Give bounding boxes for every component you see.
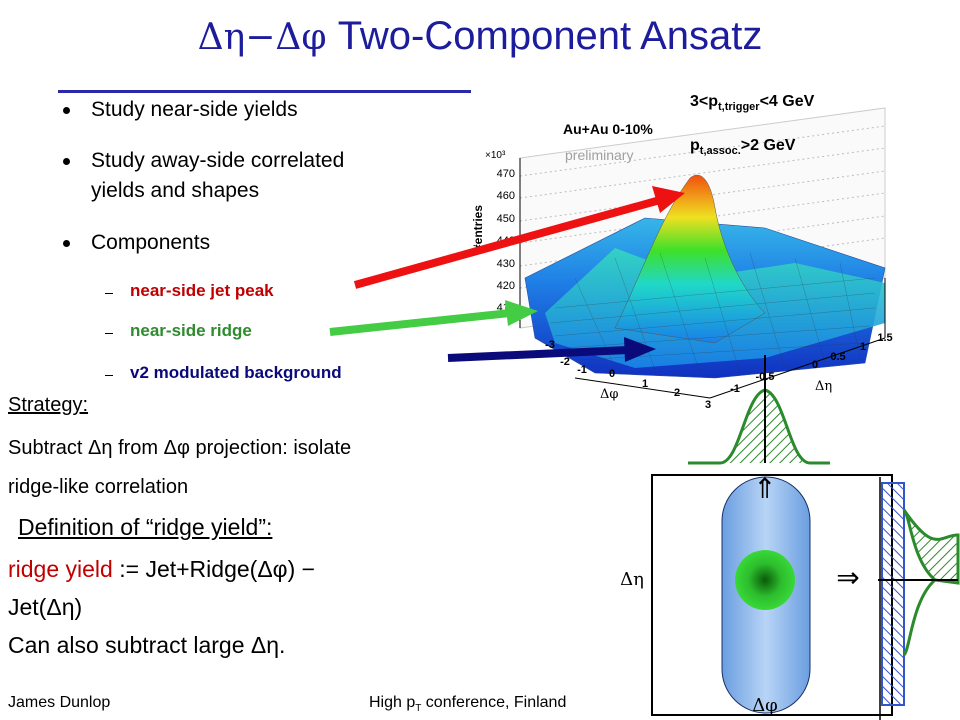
eta-axis-label: Δη bbox=[815, 379, 832, 394]
eta-tick-labels: 1.5 1 0.5 0 -0.5 -1 bbox=[730, 332, 893, 395]
eta-tick: 0.5 bbox=[830, 351, 845, 363]
bullet-components: Components bbox=[63, 230, 443, 260]
z-tick: 410 bbox=[497, 302, 515, 314]
component-v2-background: v2 modulated background bbox=[105, 363, 425, 387]
eta-tick: -1 bbox=[730, 383, 740, 395]
sub-bullet-dash bbox=[105, 375, 113, 376]
phi-tick: 3 bbox=[705, 399, 711, 411]
sub-bullet-dash bbox=[105, 293, 113, 294]
z-tick: 460 bbox=[497, 190, 515, 202]
bullet-text: Study near-side yields bbox=[91, 98, 298, 121]
eta-tick: 1 bbox=[860, 341, 866, 353]
z-tick: 440 bbox=[497, 235, 515, 247]
z-tick: 430 bbox=[497, 258, 515, 270]
footer-conference: High pT conference, Finland bbox=[369, 694, 566, 714]
formula-rest: := Jet+Ridge(Δφ) − bbox=[112, 556, 316, 582]
delta-eta-gaussian-tail bbox=[902, 578, 937, 657]
phi-tick: 1 bbox=[642, 378, 648, 390]
z-tick: 450 bbox=[497, 213, 515, 225]
bullet-dot bbox=[63, 158, 70, 165]
phi-tick: 2 bbox=[674, 387, 680, 399]
diagram-phi-label: Δφ bbox=[752, 695, 778, 716]
bullet-text: Components bbox=[91, 231, 211, 254]
component-jet-peak: near-side jet peak bbox=[105, 281, 405, 305]
assoc-label: pt,assoc.>2 GeV bbox=[690, 137, 796, 157]
phi-tick: -2 bbox=[560, 356, 570, 368]
phi-tick: -3 bbox=[545, 339, 555, 351]
phi-tick: -1 bbox=[577, 364, 587, 376]
delta-eta-projection-strip bbox=[881, 482, 905, 706]
bullet-dot bbox=[63, 240, 70, 247]
footer-author: James Dunlop bbox=[8, 694, 111, 711]
projection-right-arrow: ⇒ bbox=[836, 561, 859, 594]
eta-axis bbox=[709, 337, 886, 399]
diagram-eta-label: Δη bbox=[620, 569, 644, 590]
phi-tick: 0 bbox=[609, 368, 615, 380]
strategy-line1: Subtract Δη from Δφ projection: isolate bbox=[8, 437, 352, 459]
definition-formula-line2: Jet(Δη) bbox=[8, 594, 83, 620]
projection-diagram: ⇑ ⇒ Δη Δφ bbox=[620, 355, 960, 720]
surface-mesh bbox=[549, 252, 876, 374]
conference-pre: High p bbox=[369, 694, 416, 711]
component-label: near-side jet peak bbox=[130, 281, 274, 300]
slide-title: Δη−Δφ Two-Component Ansatz bbox=[0, 14, 960, 59]
z-tick: 470 bbox=[497, 168, 515, 180]
conference-sub: T bbox=[415, 703, 422, 715]
preliminary-label: preliminary bbox=[565, 147, 633, 163]
sub-bullet-dash bbox=[105, 333, 113, 334]
definition-formula: ridge yield := Jet+Ridge(Δφ) − bbox=[8, 556, 315, 583]
projection-up-arrow: ⇑ bbox=[753, 472, 776, 505]
bullet-text-line2: yields and shapes bbox=[91, 179, 260, 202]
bullet-near-side: Study near-side yields bbox=[63, 97, 443, 127]
phi-axis-label: Δφ bbox=[600, 387, 619, 402]
jet-peak-blob bbox=[735, 550, 795, 610]
strategy-heading: Strategy: bbox=[8, 394, 89, 416]
trigger-label: 3<pt,trigger<4 GeV bbox=[690, 93, 815, 113]
system-label: Au+Au 0-10% bbox=[563, 121, 653, 137]
eta-tick: 1.5 bbox=[877, 332, 892, 344]
delta-phi-projection bbox=[688, 388, 830, 465]
definition-also: Can also subtract large Δη. bbox=[8, 632, 286, 658]
component-label: near-side ridge bbox=[130, 321, 252, 340]
z-tick: 420 bbox=[497, 280, 515, 292]
phi-tick-labels: -3 -2 -1 0 1 2 3 bbox=[545, 339, 711, 411]
eta-tick: 0 bbox=[812, 359, 818, 371]
conference-post: conference, Finland bbox=[421, 694, 567, 711]
phi-axis bbox=[574, 377, 711, 399]
ridge-yield-term: ridge yield bbox=[8, 556, 113, 582]
title-text: Two-Component Ansatz bbox=[337, 14, 763, 58]
title-underline bbox=[58, 90, 471, 93]
z-axis-label: #entries bbox=[471, 205, 485, 251]
z-exponent: ×10³ bbox=[485, 150, 506, 161]
component-ridge: near-side ridge bbox=[105, 321, 405, 345]
component-label: v2 modulated background bbox=[130, 363, 342, 382]
strategy-line2: ridge-like correlation bbox=[8, 476, 189, 498]
delta-eta-gaussian bbox=[902, 508, 960, 585]
bullet-dot bbox=[63, 107, 70, 114]
z-tick-labels: 470 460 450 440 430 420 410 bbox=[497, 168, 515, 314]
bullet-text-line1: Study away-side correlated bbox=[91, 149, 345, 172]
definition-heading: Definition of “ridge yield”: bbox=[18, 514, 273, 540]
title-symbols: Δη−Δφ bbox=[197, 17, 327, 58]
bullet-away-side: Study away-side correlated yields and sh… bbox=[63, 148, 443, 208]
